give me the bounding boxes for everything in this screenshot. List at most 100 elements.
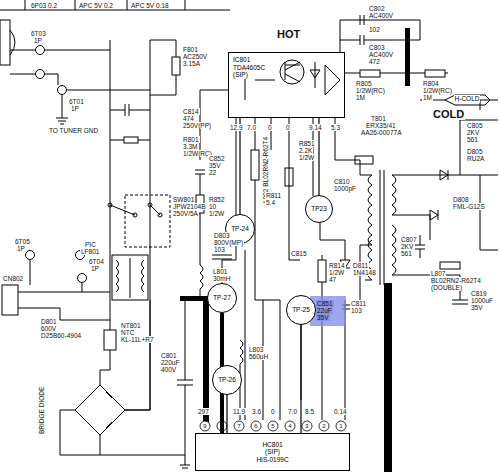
component-label: R804: [422, 80, 440, 87]
component-label: 6T03: [30, 30, 47, 37]
component-label: 6T04: [88, 258, 105, 265]
node-text: HIS-0199C: [255, 456, 289, 464]
component-label: 1P: [70, 105, 80, 112]
component-label: NTC: [120, 329, 135, 336]
component-label: 5.4: [265, 199, 276, 206]
node-text: (SIP): [264, 448, 281, 456]
pin-number: 9: [202, 423, 207, 430]
component-label: D25B60-4904: [40, 332, 82, 339]
component-label: C851: [316, 300, 334, 307]
component-label: 0.14: [333, 408, 348, 415]
component-label: 2KV: [466, 129, 480, 136]
component-label: APC 5V 0.2: [78, 2, 114, 9]
node-text: TP-24: [230, 225, 250, 233]
pin-number: 6: [253, 423, 258, 430]
component-label: C801: [160, 352, 178, 359]
component-label: 600V: [40, 325, 57, 332]
wire-connector: [239, 118, 240, 214]
pin-number: 5: [270, 423, 275, 430]
component-label: 472: [368, 58, 381, 65]
component-label: 35V: [316, 314, 330, 321]
component-label: 9.14: [308, 124, 323, 131]
component-label: D811: [352, 262, 369, 269]
component-label: AC400V: [368, 12, 394, 19]
component-label: T801: [370, 115, 387, 122]
component-label: R805: [355, 80, 373, 87]
component-label: 561: [466, 136, 479, 143]
wire-connector: [226, 395, 227, 433]
component-label: 1/2W: [328, 269, 345, 276]
component-label: 3.3M: [182, 143, 198, 150]
component-label: 6P03 0.2: [30, 2, 58, 9]
component-label: 22: [208, 169, 217, 176]
component-label: BRIDGE DIODE: [38, 385, 45, 434]
component-label: CN802: [2, 275, 24, 282]
component-label: 22uF: [316, 307, 333, 314]
pin-number: 1: [338, 423, 343, 430]
node-text: IC801: [232, 56, 251, 64]
component-label: 12.9: [229, 124, 244, 131]
component-label: 297: [197, 408, 210, 415]
component-label: C814: [182, 108, 200, 115]
component-label: FML-G12S: [452, 203, 486, 210]
component-label: 220uF: [160, 359, 180, 366]
ic-box: IC801TDA4605C(SIP): [228, 52, 345, 118]
component-label: AC400V: [368, 51, 394, 58]
component-label: AC250V: [182, 53, 208, 60]
pin-number: 8: [219, 423, 224, 430]
component-label: 560uH: [248, 353, 269, 360]
region-label: COLD: [432, 108, 465, 120]
component-label: 103: [350, 307, 363, 314]
component-label: 2KV: [400, 243, 414, 250]
component-label: D801: [40, 318, 58, 325]
component-label: 7.0: [287, 408, 298, 415]
component-label: C803: [368, 44, 386, 51]
component-label: 800V(MP): [213, 239, 244, 246]
component-label: 1/2W: [298, 154, 315, 161]
component-label: F801: [182, 46, 199, 53]
component-label: KL-11L+R7: [120, 336, 155, 343]
component-label: 1/2W(RC): [422, 87, 453, 94]
component-label: NT801: [120, 322, 142, 329]
node-text: TP-27: [212, 294, 232, 302]
node-text: H-COLD: [454, 95, 481, 103]
node-text: TDA4605C: [232, 64, 266, 72]
component-label: C819: [470, 290, 488, 297]
component-label: 561: [400, 250, 413, 257]
component-label: R851: [298, 140, 316, 147]
component-label: 8.5: [304, 408, 315, 415]
component-label: BL02RN2-R62T4: [430, 277, 482, 284]
component-label: 250V/5A: [172, 210, 199, 217]
component-label: C810: [333, 178, 351, 185]
component-label: PIC: [84, 241, 97, 248]
test-point: TP-27: [207, 283, 237, 313]
component-label: 250V(PP): [182, 122, 212, 129]
component-label: 1/2W: [208, 210, 225, 217]
component-label: 11.9: [232, 408, 246, 415]
pin-number: 4: [287, 423, 292, 430]
component-label: RU2A: [466, 155, 485, 162]
component-label: 0: [270, 408, 276, 415]
node-text: (SIP): [232, 71, 249, 79]
node-text: TP23: [310, 205, 328, 213]
component-label: 1000uF: [470, 297, 494, 304]
node-text: TP-25: [291, 306, 311, 314]
component-label: JPW2104B: [172, 203, 207, 210]
connector-tag: H-COLD: [448, 93, 486, 105]
component-label: 10: [208, 203, 217, 210]
component-label: R801: [182, 136, 200, 143]
component-label: D805: [466, 148, 484, 155]
node-text: TP-26: [217, 376, 237, 384]
test-point: TP-25: [286, 295, 316, 325]
component-label: C807: [400, 236, 418, 243]
component-label: 3.6: [251, 408, 262, 415]
component-label: L807: [430, 270, 446, 277]
component-label: D808: [452, 196, 470, 203]
component-label: 1P: [90, 265, 100, 272]
component-label: 102: [368, 26, 381, 33]
component-label: 103: [213, 246, 226, 253]
component-label: ERX35/41: [365, 122, 397, 129]
component-label: 474: [182, 115, 195, 122]
component-label: D803: [213, 232, 231, 239]
pin-number: 7: [236, 423, 241, 430]
